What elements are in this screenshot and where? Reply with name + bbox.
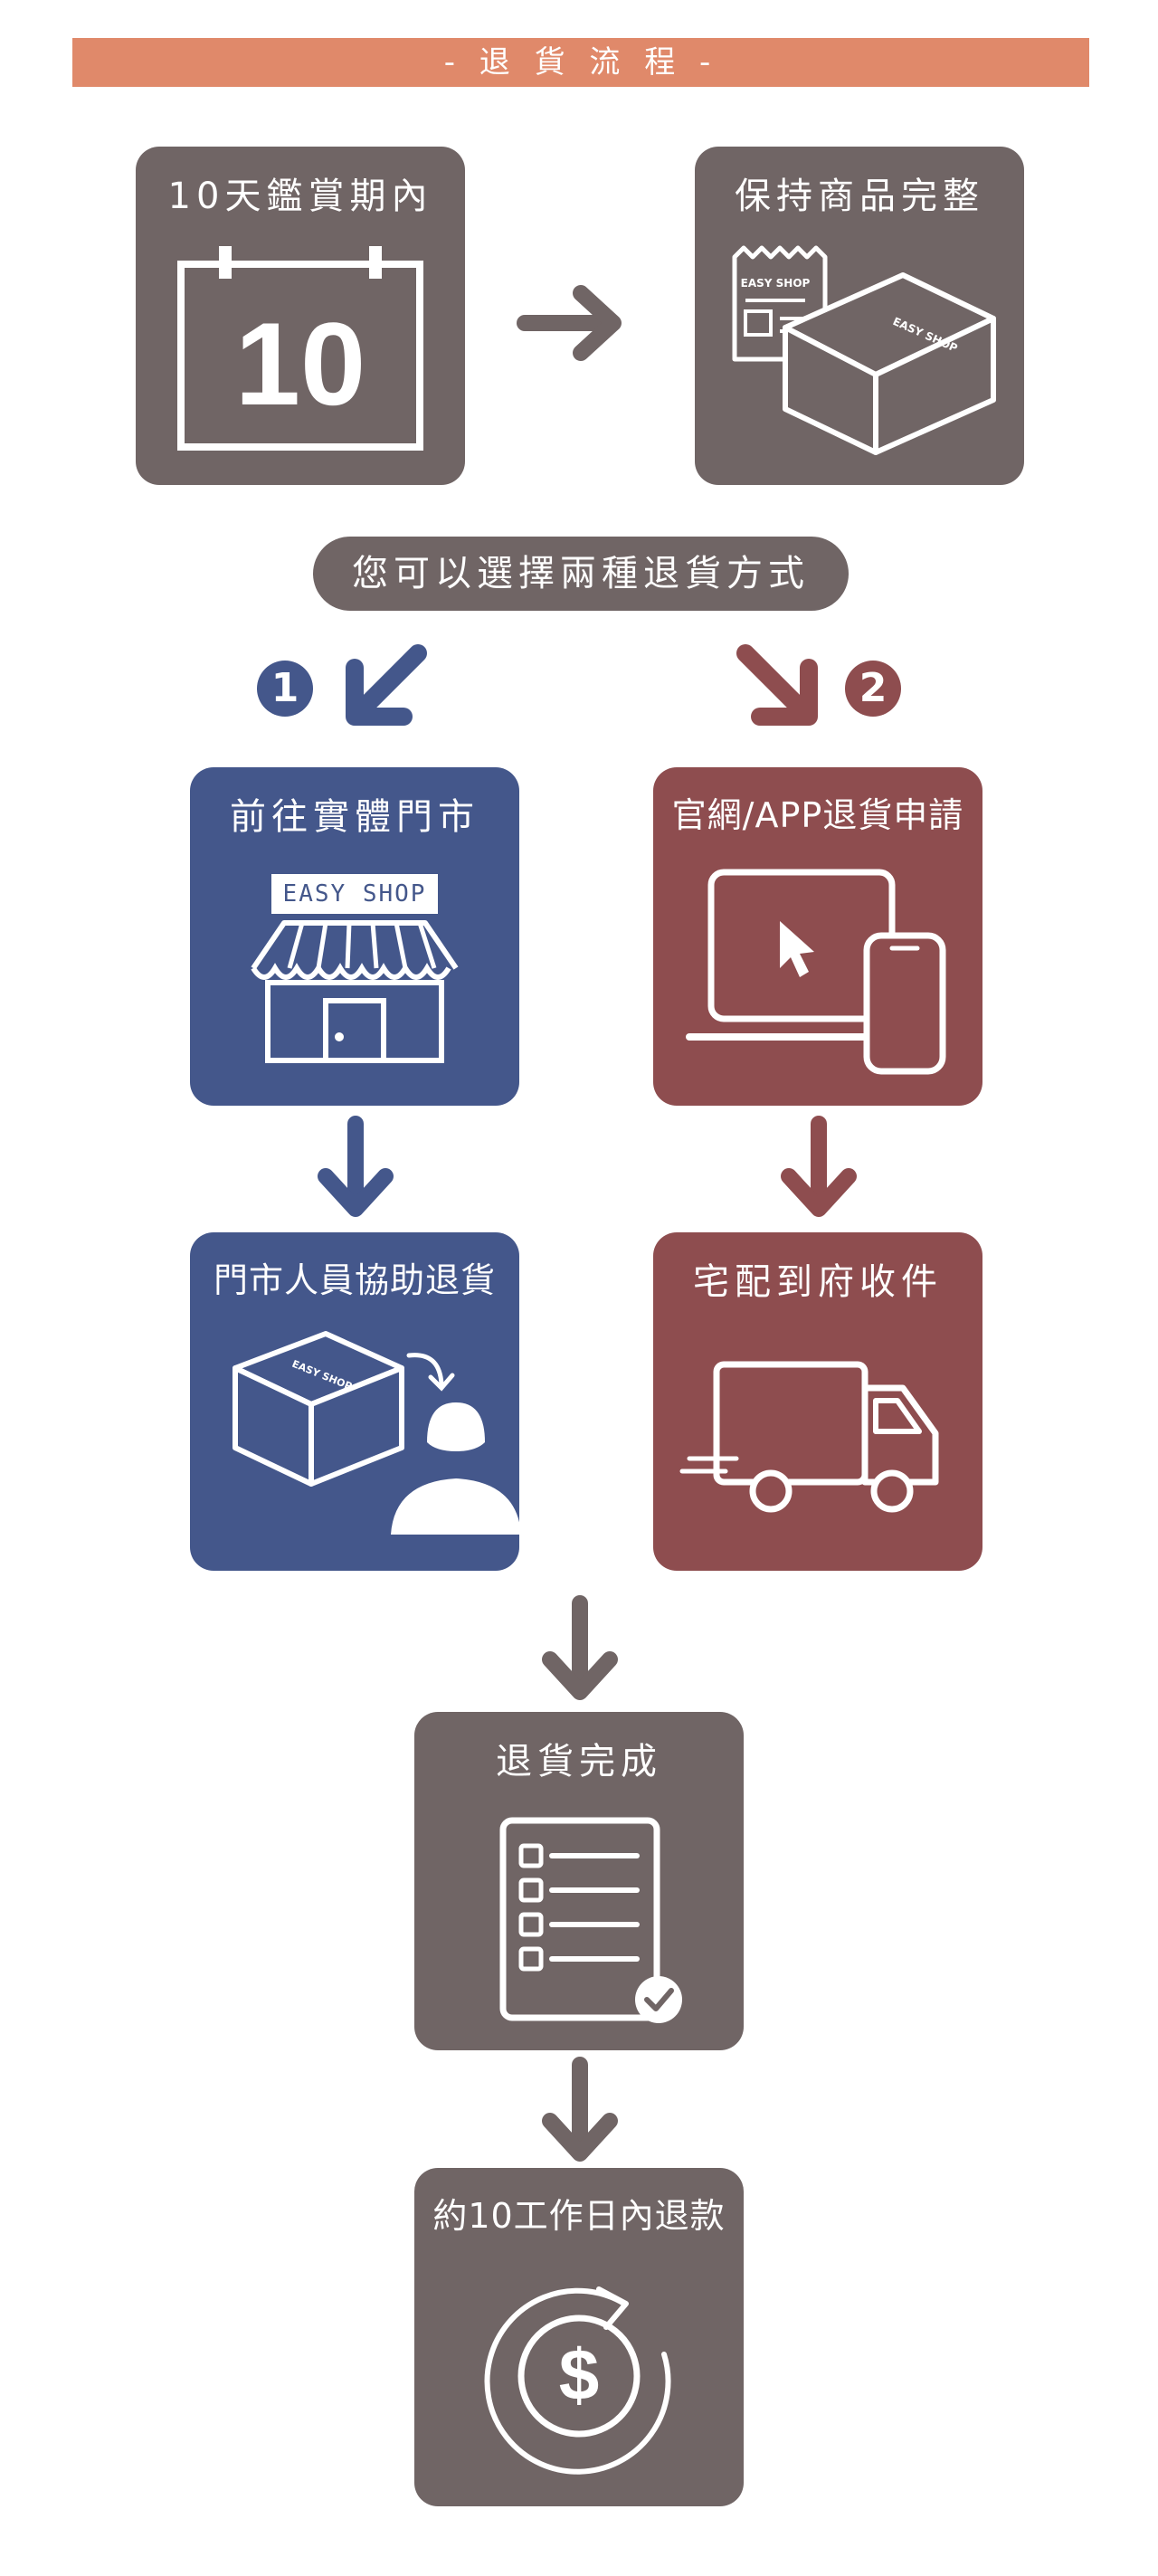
step-keep-item-intact: 保持商品完整 EASY SHOP EASY SHOP xyxy=(695,147,1024,485)
option-1-badge: 1 xyxy=(257,661,313,717)
store-sign: EASY SHOP xyxy=(283,880,427,908)
step-title: 保持商品完整 xyxy=(735,176,984,217)
step-title: 退貨完成 xyxy=(496,1741,662,1782)
step-home-pickup: 宅配到府收件 xyxy=(653,1232,982,1571)
option-online-return: 官網/APP退貨申請 xyxy=(653,767,982,1106)
option-store-return: 前往實體門市 EASY SHOP xyxy=(190,767,519,1106)
arrow-down-icon xyxy=(781,1116,857,1217)
arrow-down-right-icon xyxy=(736,644,818,726)
step-title: 門市人員協助退貨 xyxy=(213,1260,496,1300)
step-refund: 約10工作日內退款 $ xyxy=(414,2168,744,2506)
arrow-right-icon xyxy=(517,285,622,361)
step-title: 10天鑑賞期內 xyxy=(167,176,433,217)
delivery-truck-icon xyxy=(679,1361,939,1513)
currency-symbol: $ xyxy=(559,2334,600,2415)
step-staff-assist: 門市人員協助退貨 EASY SHOP xyxy=(190,1232,519,1571)
step-title: 前往實體門市 xyxy=(230,796,479,838)
page-title-banner: - 退 貨 流 程 - xyxy=(72,38,1089,87)
step-appreciation-period: 10天鑑賞期內 10 xyxy=(136,147,465,485)
checklist-icon xyxy=(499,1817,682,2023)
arrow-down-left-icon xyxy=(346,644,427,726)
box-and-staff-icon: EASY SHOP xyxy=(233,1331,519,1535)
step-return-complete: 退貨完成 xyxy=(414,1712,744,2050)
step-title: 宅配到府收件 xyxy=(693,1261,943,1303)
option-2-badge: 2 xyxy=(845,661,901,717)
receipt-and-box-icon: EASY SHOP EASY SHOP xyxy=(732,245,996,455)
step-title: 約10工作日內退款 xyxy=(432,2196,726,2236)
arrow-down-icon xyxy=(318,1116,394,1217)
laptop-phone-icon xyxy=(686,869,946,1075)
receipt-label: EASY SHOP xyxy=(741,277,811,290)
calendar-number: 10 xyxy=(235,298,366,430)
storefront-icon: EASY SHOP xyxy=(251,874,459,1063)
arrow-down-icon xyxy=(542,1595,618,1700)
choose-method-label: 您可以選擇兩種退貨方式 xyxy=(313,537,849,611)
refund-cycle-icon: $ xyxy=(484,2286,671,2475)
calendar-icon: 10 xyxy=(177,246,423,451)
step-title: 官網/APP退貨申請 xyxy=(671,795,964,835)
arrow-down-icon xyxy=(542,2057,618,2162)
